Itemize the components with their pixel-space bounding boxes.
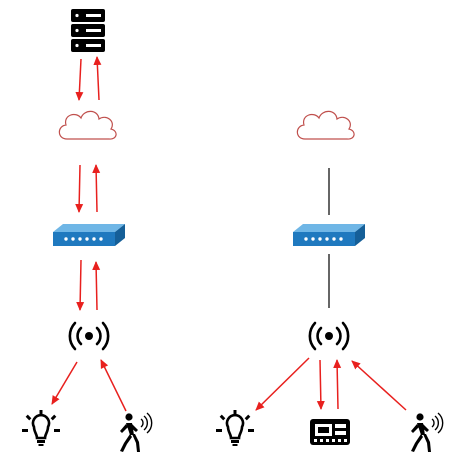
server-icon <box>71 9 105 52</box>
arrow-switch-to-hub <box>76 259 85 311</box>
right-diagram <box>214 110 444 453</box>
arrow-hub-to-controller <box>316 359 325 410</box>
arrow-sensor-to-hub <box>351 360 407 411</box>
arrow-hub-to-bulb <box>51 361 78 405</box>
arrow-server-to-cloud <box>75 58 84 101</box>
arrow-cloud-to-server <box>93 56 102 101</box>
arrow-hub-to-bulb <box>255 357 310 411</box>
motion-sensor-icon <box>410 412 444 453</box>
cloud-icon <box>296 110 355 140</box>
controller-board-icon <box>310 419 350 445</box>
network-switch-icon <box>53 224 125 246</box>
arrow-cloud-to-switch <box>75 164 84 213</box>
arrow-sensor-to-hub <box>100 359 127 412</box>
arrow-hub-to-switch <box>92 261 101 311</box>
wireless-hub-icon <box>68 321 110 351</box>
left-diagram <box>20 9 153 453</box>
light-bulb-icon <box>214 408 256 448</box>
arrow-controller-to-hub <box>333 359 342 410</box>
network-switch-icon <box>293 224 365 246</box>
arrow-switch-to-cloud <box>92 164 101 213</box>
motion-sensor-icon <box>119 412 153 453</box>
cloud-icon <box>58 110 117 140</box>
wireless-hub-icon <box>308 321 350 351</box>
light-bulb-icon <box>20 408 62 448</box>
